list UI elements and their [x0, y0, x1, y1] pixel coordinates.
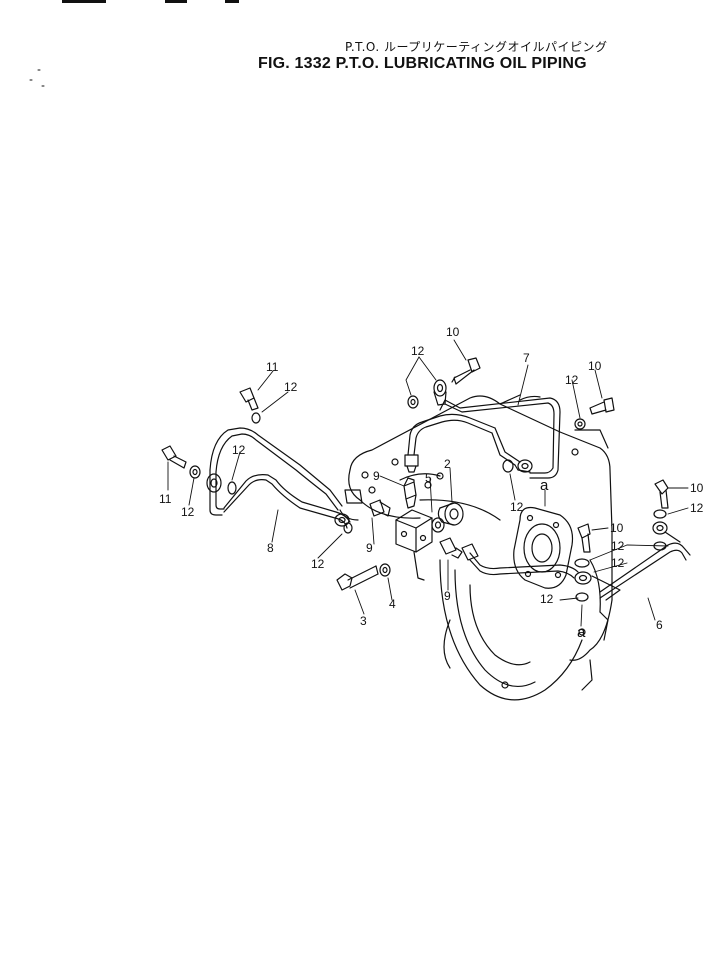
fitting-9-left	[369, 499, 391, 517]
fitting-9-top	[403, 477, 417, 509]
pto-housing	[339, 394, 613, 701]
callout-10: 10	[588, 359, 602, 373]
callout-8: 8	[267, 541, 274, 555]
callout-12: 12	[565, 373, 579, 387]
callout-12: 12	[232, 443, 246, 457]
pipe-7	[404, 379, 561, 479]
callout-12: 12	[611, 556, 625, 570]
cap-part-2	[437, 502, 464, 526]
top-rule	[62, 0, 106, 3]
callout-11: 11	[159, 492, 172, 506]
top-rule	[225, 0, 239, 3]
callout-10: 10	[446, 325, 460, 339]
scan-marks	[29, 69, 45, 87]
figure-title-japanese: P.T.O. ループリケーティングオイルパイピング	[345, 40, 608, 54]
top-rule	[165, 0, 187, 3]
callout-10: 10	[690, 481, 704, 495]
distribution-block	[395, 509, 433, 581]
callout-a: a	[577, 624, 586, 641]
callout-5: 5	[425, 471, 432, 485]
pipe-6	[461, 521, 691, 601]
callout-12: 12	[181, 505, 195, 519]
callout-10: 10	[610, 521, 624, 535]
bolt-10-center	[577, 523, 591, 553]
bolt-11-top	[239, 387, 259, 411]
bolt-10-top	[451, 357, 481, 385]
callout-7: 7	[523, 351, 530, 365]
washer-part-5	[431, 517, 445, 533]
callout-12: 12	[284, 380, 298, 394]
bolt-10-right	[589, 397, 615, 415]
bolt-part-3	[336, 565, 379, 591]
callout-12: 12	[690, 501, 704, 515]
callout-labels: 10 12 7 12 10 11 12 12 11 12 9 5 2 12 a …	[159, 325, 704, 641]
callout-4: 4	[389, 597, 396, 611]
callout-12: 12	[311, 557, 325, 571]
callout-12: 12	[411, 344, 425, 358]
washer-part-4	[379, 563, 391, 577]
bolt-10-right-2	[654, 479, 669, 509]
callout-11: 11	[266, 360, 279, 374]
pto-flange	[513, 506, 574, 589]
callout-a: a	[540, 477, 549, 494]
callout-2: 2	[444, 457, 451, 471]
fitting-9-lower	[439, 537, 463, 559]
leader-lines	[167, 339, 689, 627]
figure-title-english: FIG. 1332 P.T.O. LUBRICATING OIL PIPING	[258, 55, 587, 72]
callout-12: 12	[611, 539, 625, 553]
callout-12: 12	[510, 500, 524, 514]
callout-9: 9	[373, 469, 380, 483]
callout-12: 12	[540, 592, 554, 606]
callout-3: 3	[360, 614, 367, 628]
callout-6: 6	[656, 618, 663, 632]
callout-9: 9	[444, 589, 451, 603]
bolt-11-left	[161, 445, 187, 469]
pipe-8	[206, 427, 363, 529]
callout-9: 9	[366, 541, 373, 555]
